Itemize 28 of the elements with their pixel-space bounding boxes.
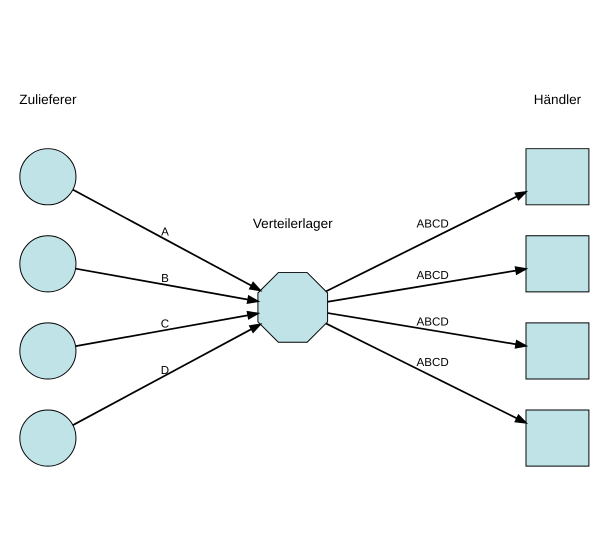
node-circle — [19, 410, 76, 467]
node-box — [526, 148, 590, 206]
edge-label: ABCD — [416, 356, 449, 370]
edge-label: B — [161, 272, 169, 285]
label: Verteilerlager — [252, 216, 333, 231]
node-circle — [19, 322, 76, 380]
node-octagon — [257, 272, 328, 343]
edge-label: ABCD — [416, 218, 449, 231]
arrow — [72, 323, 262, 426]
arrow — [76, 268, 260, 304]
edge-label: ABCD — [416, 268, 449, 282]
arrow — [326, 322, 528, 424]
node-circle — [19, 235, 76, 292]
arrow — [72, 189, 262, 292]
arrow — [328, 312, 528, 349]
node-box — [526, 322, 590, 380]
arrow — [328, 266, 528, 303]
node-box — [526, 235, 590, 292]
edge-label: A — [161, 225, 169, 238]
label: Zulieferer — [19, 92, 76, 107]
node-circle — [19, 148, 76, 206]
arrow — [76, 310, 260, 347]
label: Händler — [534, 92, 582, 107]
edge-label: D — [160, 364, 170, 377]
arrow — [326, 190, 528, 292]
edge-label: C — [160, 317, 170, 330]
edge-label: ABCD — [416, 315, 449, 328]
node-box — [526, 410, 590, 467]
